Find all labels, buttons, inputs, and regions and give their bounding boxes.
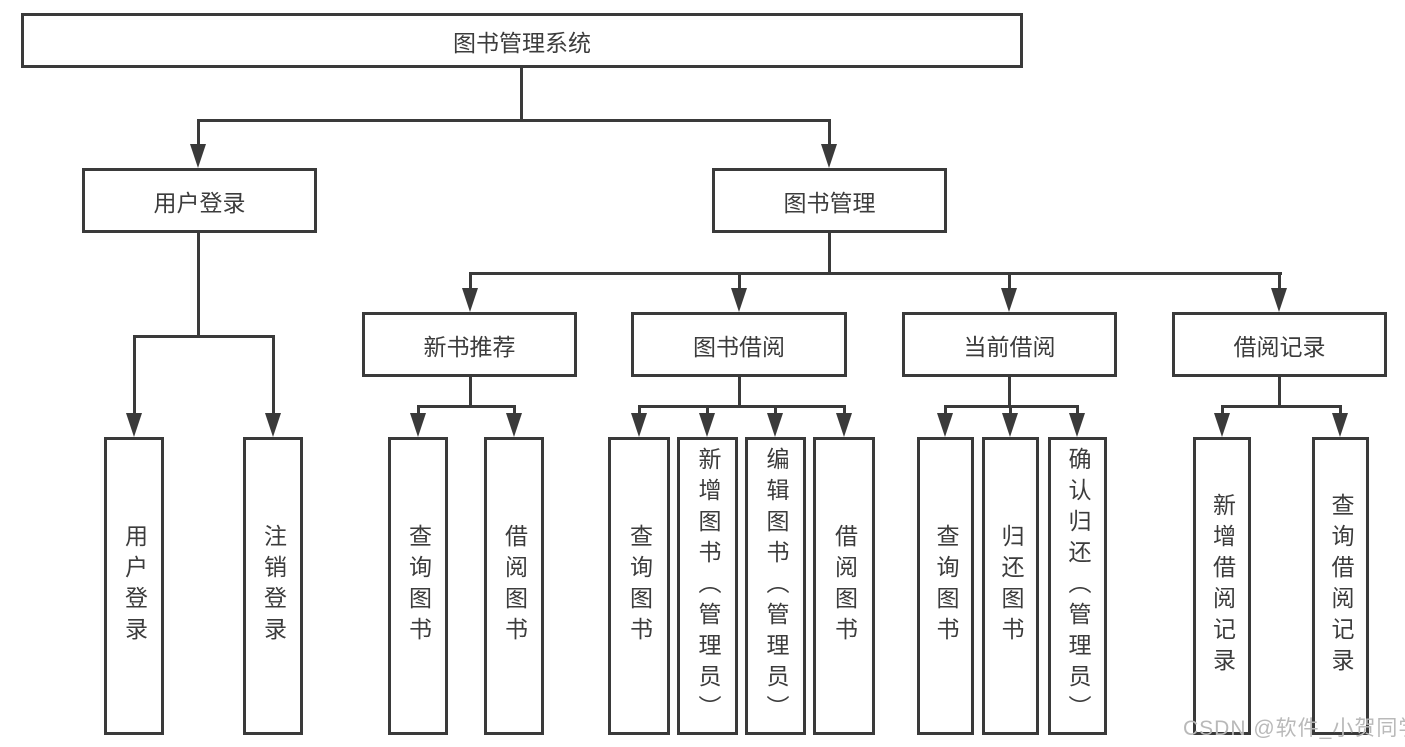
leaf-confirm-return-admin: 确认归还（管理员） bbox=[1048, 437, 1107, 735]
leaf-label: 查询图书 bbox=[933, 524, 959, 648]
arrow-down-icon bbox=[767, 413, 783, 437]
leaf-label: 查询借阅记录 bbox=[1328, 493, 1354, 679]
connector-root-stem bbox=[520, 68, 523, 119]
node-book-borrowing: 图书借阅 bbox=[631, 312, 847, 377]
connector-book-mgmt-down bbox=[828, 233, 831, 272]
arrow-down-icon bbox=[506, 413, 522, 437]
leaf-query-borrow-record: 查询借阅记录 bbox=[1312, 437, 1369, 735]
connector-leaf-stem bbox=[1339, 405, 1342, 415]
arrow-down-icon bbox=[1271, 288, 1287, 312]
connector-module-stem bbox=[1278, 272, 1281, 288]
arrow-down-icon bbox=[1001, 288, 1017, 312]
arrow-down-icon bbox=[699, 413, 715, 437]
arrow-down-icon bbox=[937, 413, 953, 437]
connector-group5-bar bbox=[1221, 405, 1342, 408]
arrow-down-icon bbox=[410, 413, 426, 437]
watermark: CSDN @软件_小贺同学 bbox=[1183, 717, 1405, 740]
leaf-label: 新增图书（管理员） bbox=[695, 446, 721, 726]
connector-leaf-stem bbox=[1221, 405, 1224, 415]
leaf-return-book: 归还图书 bbox=[982, 437, 1039, 735]
arrow-down-icon bbox=[1002, 413, 1018, 437]
connector-leaf-stem bbox=[944, 405, 947, 415]
leaf-label: 查询图书 bbox=[626, 524, 653, 648]
connector-user-login-down bbox=[197, 233, 200, 335]
leaf-label: 编辑图书（管理员） bbox=[763, 446, 789, 726]
connector-user-login-stem bbox=[197, 119, 200, 147]
leaf-label: 新增借阅记录 bbox=[1209, 493, 1236, 679]
connector-module-down bbox=[1278, 377, 1281, 405]
leaf-query-books-borrowing: 查询图书 bbox=[608, 437, 670, 735]
arrow-down-icon bbox=[731, 288, 747, 312]
connector-leaf-stem bbox=[638, 405, 641, 415]
leaf-label: 归还图书 bbox=[998, 524, 1024, 648]
connector-leaf-stem bbox=[133, 335, 136, 413]
connector-leaf-stem bbox=[417, 405, 420, 415]
leaf-query-books-recommend: 查询图书 bbox=[388, 437, 448, 735]
connector-leaf-stem bbox=[272, 335, 275, 413]
arrow-down-icon bbox=[126, 413, 142, 437]
connector-leaf-stem bbox=[1009, 405, 1012, 415]
connector-leaf-stem bbox=[1076, 405, 1079, 415]
arrow-down-icon bbox=[821, 144, 837, 168]
connector-group3-bar bbox=[638, 405, 846, 408]
arrow-down-icon bbox=[1214, 413, 1230, 437]
leaf-label: 用户登录 bbox=[121, 524, 148, 648]
node-current-borrowing: 当前借阅 bbox=[902, 312, 1117, 377]
connector-leaf-stem bbox=[706, 405, 709, 415]
node-new-book-recommend: 新书推荐 bbox=[362, 312, 577, 377]
connector-group2-bar bbox=[417, 405, 516, 408]
connector-leaf-stem bbox=[774, 405, 777, 415]
leaf-label: 注销登录 bbox=[260, 524, 287, 648]
node-user-login: 用户登录 bbox=[82, 168, 317, 233]
node-borrow-records: 借阅记录 bbox=[1172, 312, 1387, 377]
connector-book-mgmt-stem bbox=[828, 119, 831, 147]
arrow-down-icon bbox=[265, 413, 281, 437]
node-book-management: 图书管理 bbox=[712, 168, 947, 233]
arrow-down-icon bbox=[631, 413, 647, 437]
leaf-edit-book-admin: 编辑图书（管理员） bbox=[745, 437, 806, 735]
leaf-label: 确认归还（管理员） bbox=[1065, 446, 1091, 726]
connector-leaf-stem bbox=[513, 405, 516, 415]
arrow-down-icon bbox=[462, 288, 478, 312]
connector-module-down bbox=[1008, 377, 1011, 405]
leaf-add-borrow-record: 新增借阅记录 bbox=[1193, 437, 1251, 735]
leaf-add-book-admin: 新增图书（管理员） bbox=[677, 437, 738, 735]
arrow-down-icon bbox=[190, 144, 206, 168]
leaf-label: 查询图书 bbox=[405, 524, 432, 648]
leaf-query-books-current: 查询图书 bbox=[917, 437, 974, 735]
connector-module-stem bbox=[469, 272, 472, 288]
leaf-borrow-books-recommend: 借阅图书 bbox=[484, 437, 544, 735]
connector-group1-bar bbox=[133, 335, 275, 338]
arrow-down-icon bbox=[836, 413, 852, 437]
leaf-label: 借阅图书 bbox=[831, 524, 858, 648]
leaf-label: 借阅图书 bbox=[501, 524, 528, 648]
arrow-down-icon bbox=[1069, 413, 1085, 437]
connector-module-stem bbox=[738, 272, 741, 288]
connector-level2-bar bbox=[469, 272, 1282, 275]
leaf-user-login: 用户登录 bbox=[104, 437, 164, 735]
leaf-logout: 注销登录 bbox=[243, 437, 303, 735]
root-node: 图书管理系统 bbox=[21, 13, 1023, 68]
arrow-down-icon bbox=[1332, 413, 1348, 437]
leaf-borrow-books-borrowing: 借阅图书 bbox=[813, 437, 875, 735]
connector-module-down bbox=[469, 377, 472, 405]
connector-module-stem bbox=[1008, 272, 1011, 288]
connector-leaf-stem bbox=[843, 405, 846, 415]
connector-level1-bar bbox=[197, 119, 831, 122]
connector-module-down bbox=[738, 377, 741, 405]
